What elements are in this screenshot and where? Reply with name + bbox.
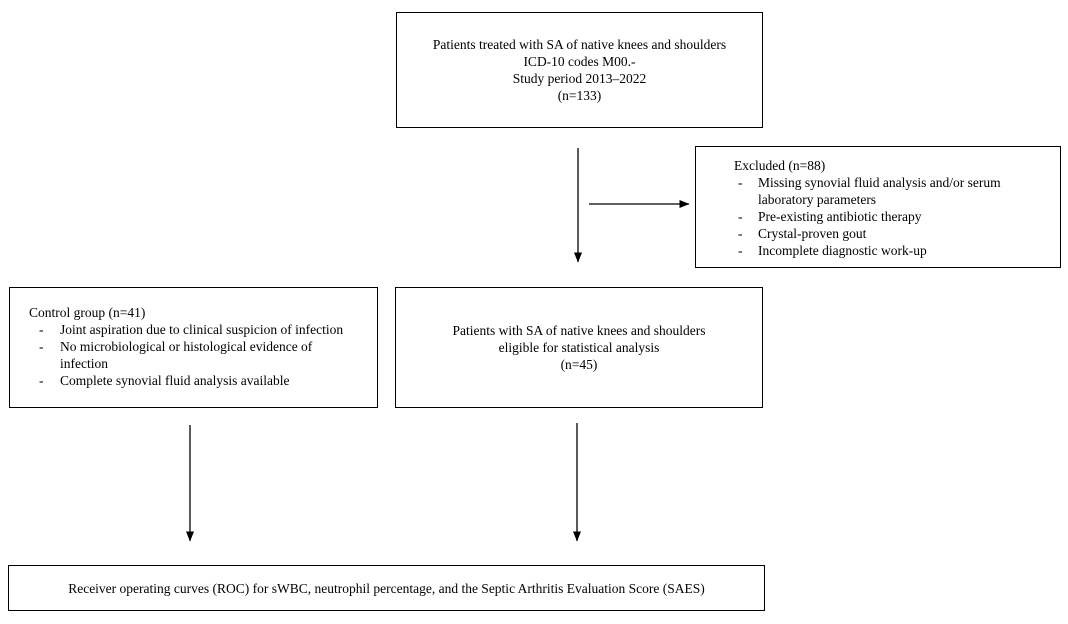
bullet-dash: - — [738, 175, 743, 190]
control-item: - Joint aspiration due to clinical suspi… — [29, 321, 373, 338]
eligible-box-line-3: (n=45) — [560, 357, 598, 372]
top-box-line-3: Study period 2013–2022 — [512, 71, 647, 86]
bullet-dash: - — [738, 243, 743, 258]
excluded-item-text: Missing synovial fluid analysis and/or s… — [758, 175, 1001, 207]
bullet-dash: - — [738, 209, 743, 224]
roc-box-text: Receiver operating curves (ROC) for sWBC… — [68, 580, 705, 596]
excluded-item: - Incomplete diagnostic work-up — [734, 242, 1050, 259]
bullet-dash: - — [39, 373, 44, 388]
excluded-item: - Missing synovial fluid analysis and/or… — [734, 174, 1050, 208]
excluded-item-text: Pre-existing antibiotic therapy — [758, 209, 922, 224]
eligible-box-line-1: Patients with SA of native knees and sho… — [452, 323, 706, 338]
excluded-item-text: Crystal-proven gout — [758, 226, 867, 241]
bullet-dash: - — [39, 339, 44, 354]
top-box-line-4: (n=133) — [557, 88, 602, 103]
top-box-line-1: Patients treated with SA of native knees… — [432, 37, 727, 52]
bullet-dash: - — [738, 226, 743, 241]
control-item: - No microbiological or histological evi… — [29, 338, 373, 372]
top-population-box: Patients treated with SA of native knees… — [396, 12, 763, 128]
control-item-text: No microbiological or histological evide… — [60, 339, 313, 371]
top-box-line-2: ICD-10 codes M00.- — [523, 54, 636, 69]
control-box-title: Control group (n=41) — [29, 305, 146, 320]
bullet-dash: - — [39, 322, 44, 337]
eligible-box-line-2: eligible for statistical analysis — [498, 340, 660, 355]
excluded-item-text: Incomplete diagnostic work-up — [758, 243, 927, 258]
eligible-analysis-box: Patients with SA of native knees and sho… — [395, 287, 763, 408]
excluded-box: Excluded (n=88) - Missing synovial fluid… — [695, 146, 1061, 268]
control-item-text: Complete synovial fluid analysis availab… — [60, 373, 290, 388]
excluded-item: - Crystal-proven gout — [734, 225, 1050, 242]
control-item-text: Joint aspiration due to clinical suspici… — [60, 322, 344, 337]
roc-outcome-box: Receiver operating curves (ROC) for sWBC… — [8, 565, 765, 611]
control-item: - Complete synovial fluid analysis avail… — [29, 372, 373, 389]
excluded-item: - Pre-existing antibiotic therapy — [734, 208, 1050, 225]
excluded-box-title: Excluded (n=88) — [734, 158, 826, 173]
control-group-box: Control group (n=41) - Joint aspiration … — [9, 287, 378, 408]
